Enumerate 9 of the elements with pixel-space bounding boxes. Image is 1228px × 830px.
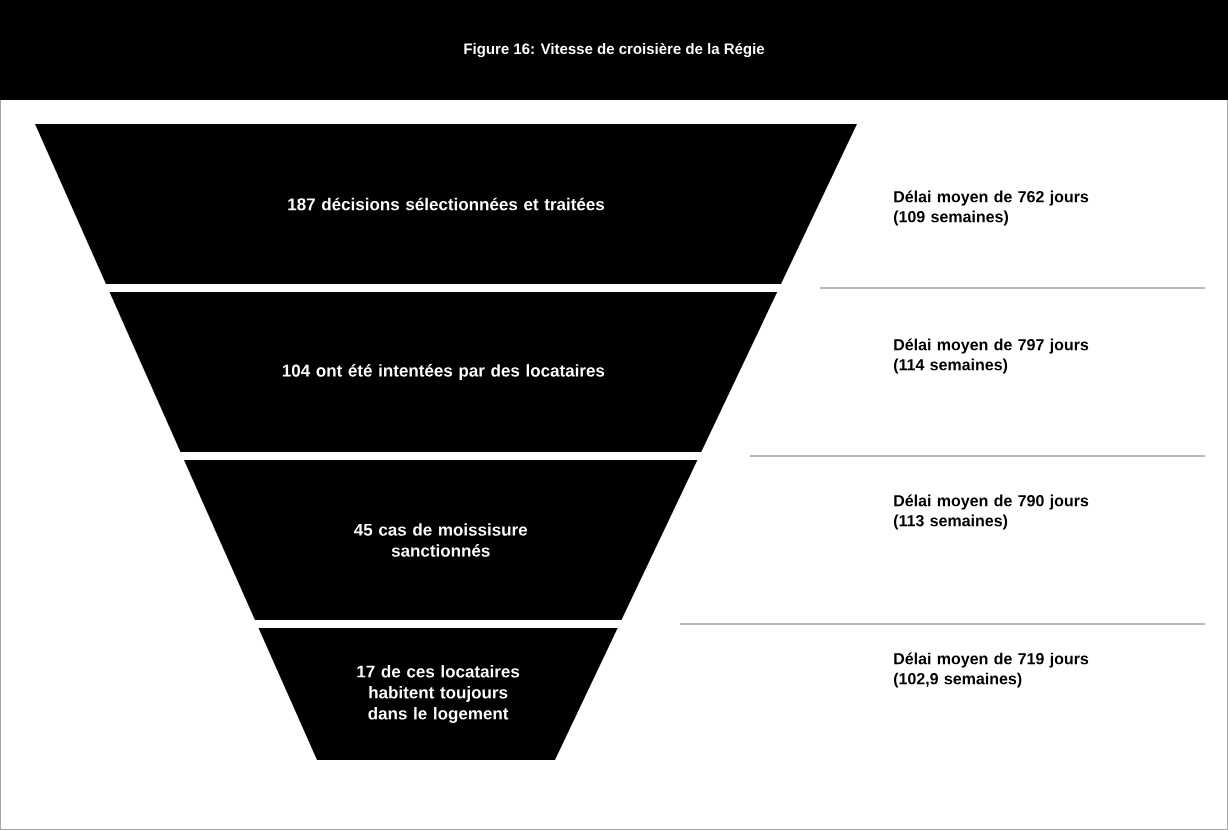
delay-note: Délai moyen de 797 jours (114 semaines) xyxy=(894,338,1089,374)
funnel-segment: 45 cas de moissisure sanctionnés xyxy=(184,460,698,620)
funnel-segment: 17 de ces locataires habitent toujours dans le logement xyxy=(258,628,618,760)
funnel-segment: 104 ont été intentées par des locataires xyxy=(109,292,778,452)
funnel-segment: 187 décisions sélectionnées et traitées xyxy=(35,124,857,284)
title-bar: Figure 16: Vitesse de croisière de la Régie xyxy=(0,0,1228,100)
delay-note: Délai moyen de 762 jours (109 semaines) xyxy=(894,190,1089,226)
delay-note: Délai moyen de 719 jours (102,9 semaines) xyxy=(894,652,1089,688)
delay-note: Délai moyen de 790 jours (113 semaines) xyxy=(894,494,1089,530)
